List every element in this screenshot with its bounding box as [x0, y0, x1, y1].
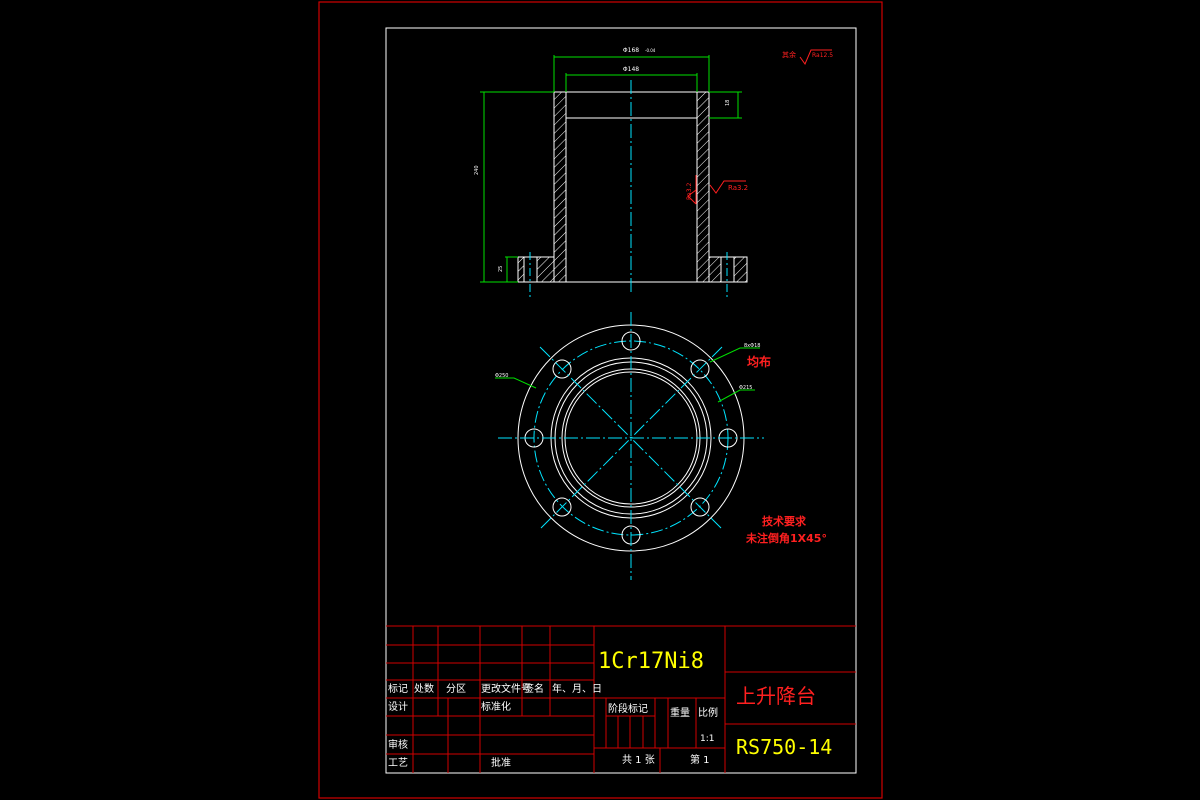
sheet-no: 第 1: [690, 753, 710, 766]
dim-bolt-circle: Φ250: [495, 373, 508, 379]
inner-frame: [385, 27, 857, 774]
h-zone: 分区: [446, 683, 466, 695]
outer-border: [318, 1, 883, 799]
dim-outer-top: Φ168: [623, 47, 639, 54]
dim-inner-top: Φ148: [623, 66, 639, 73]
h-change-doc: 更改文件号: [481, 682, 531, 695]
roughness-left: Ra3.2: [686, 183, 693, 200]
sheets-total: 共 1 张: [622, 754, 655, 766]
h-approve: 批准: [491, 756, 511, 769]
scale-value: 1:1: [700, 734, 714, 744]
h-count: 处数: [414, 682, 434, 695]
h-review: 审核: [388, 738, 408, 751]
h-stage-mark: 阶段标记: [608, 702, 648, 715]
dim-top-height: 18: [725, 100, 731, 106]
material: 1Cr17Ni8: [598, 649, 704, 674]
tech-req-title: 技术要求: [762, 514, 807, 528]
surface-finish-value: Ra12.5: [812, 52, 833, 59]
holes-note: 均布: [747, 354, 771, 369]
h-standardize: 标准化: [481, 700, 511, 713]
dim-total-height: 240: [474, 165, 480, 175]
section-view: Φ168 -0.04 Φ148 18 240 25 Ra3.2 Ra3.2 其余…: [474, 47, 833, 300]
part-name: 上升降台: [736, 684, 816, 708]
h-date: 年、月、日: [552, 682, 602, 695]
h-signature: 签名: [524, 682, 544, 695]
dim-flange-height: 25: [498, 266, 504, 272]
title-block: [386, 625, 856, 773]
h-weight: 重量: [670, 706, 690, 719]
top-view: 8xΦ18 均布 Φ250 Φ215: [495, 312, 771, 580]
h-scale: 比例: [698, 706, 718, 719]
h-process: 工艺: [388, 757, 408, 769]
h-mark: 标记: [388, 683, 408, 695]
surface-finish-note: 其余: [782, 50, 796, 59]
dim-flange-outer: Φ215: [739, 385, 752, 391]
tech-req-line: 未注倒角1X45°: [745, 531, 827, 545]
h-design: 设计: [388, 700, 408, 713]
left-wall-hatch: [553, 91, 567, 283]
dim-holes: 8xΦ18: [744, 343, 760, 349]
svg-text:-0.04: -0.04: [645, 48, 656, 53]
drawing-no: RS750-14: [736, 735, 832, 759]
right-wall-hatch: [696, 91, 710, 283]
roughness-right: Ra3.2: [728, 184, 748, 192]
